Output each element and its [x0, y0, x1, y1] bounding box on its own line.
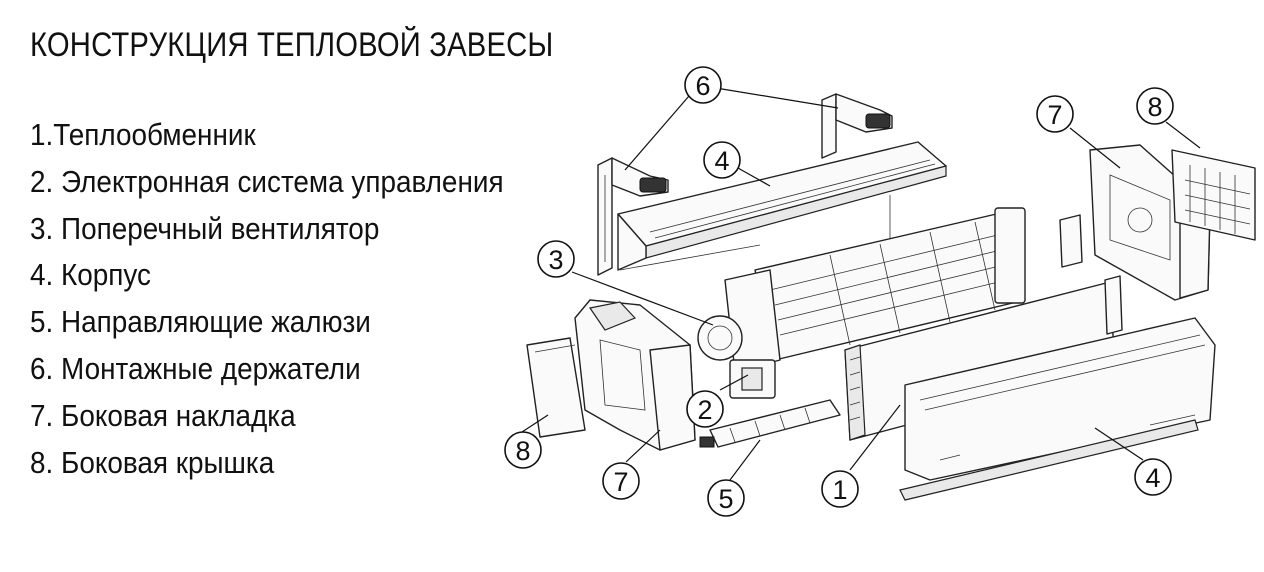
leader-lines [521, 87, 1201, 481]
svg-text:7: 7 [1047, 100, 1062, 130]
cross-flow-fan [697, 207, 1026, 373]
svg-text:4: 4 [714, 146, 729, 176]
control-unit [729, 359, 776, 399]
callout-7-left: 7 [602, 462, 640, 500]
housing-front-panel [899, 317, 1216, 501]
legend-item-heat-exchanger: 1.Теплообменник [30, 117, 256, 152]
callout-7-right: 7 [1036, 95, 1074, 133]
svg-text:4: 4 [1145, 463, 1160, 493]
louvers [699, 399, 841, 448]
callout-6: 6 [684, 66, 722, 104]
side-cover-left [526, 337, 586, 438]
legend-item-housing: 4. Корпус [30, 257, 152, 293]
svg-text:8: 8 [515, 436, 530, 466]
mounting-bracket-left [597, 157, 669, 276]
legend-item-cross-flow-fan: 3. Поперечный вентилятор [30, 210, 380, 246]
callout-8-right: 8 [1136, 87, 1174, 125]
side-trim-left [574, 299, 696, 451]
side-cover-right [1171, 149, 1256, 241]
housing-top-panel [617, 141, 947, 271]
svg-text:5: 5 [718, 484, 733, 514]
mounting-bracket-right [821, 93, 893, 159]
diagram-title: КОНСТРУКЦИЯ ТЕПЛОВОЙ ЗАВЕСЫ [30, 26, 554, 64]
callout-3: 3 [537, 240, 575, 278]
legend-item-control-system: 2. Электронная система управления [30, 163, 504, 199]
parts-legend: 1.Теплообменник 2. Электронная система у… [30, 112, 556, 486]
svg-text:8: 8 [1147, 92, 1162, 122]
callout-4-bottom: 4 [1134, 458, 1172, 496]
legend-item-mounting-brackets: 6. Монтажные держатели [30, 350, 361, 386]
callout-1: 1 [821, 470, 859, 508]
svg-text:3: 3 [548, 245, 563, 275]
callout-8-left: 8 [504, 431, 542, 469]
callout-4-top: 4 [703, 141, 741, 179]
legend-item-side-cover: 8. Боковая крышка [30, 444, 275, 480]
svg-text:1: 1 [832, 475, 847, 505]
legend-item-side-trim: 7. Боковая накладка [30, 397, 296, 433]
svg-text:7: 7 [613, 467, 628, 497]
callout-2: 2 [686, 390, 724, 428]
legend-item-louvers: 5. Направляющие жалюзи [30, 304, 371, 340]
callout-5: 5 [707, 479, 745, 517]
svg-text:2: 2 [697, 395, 712, 425]
svg-text:6: 6 [695, 71, 710, 101]
